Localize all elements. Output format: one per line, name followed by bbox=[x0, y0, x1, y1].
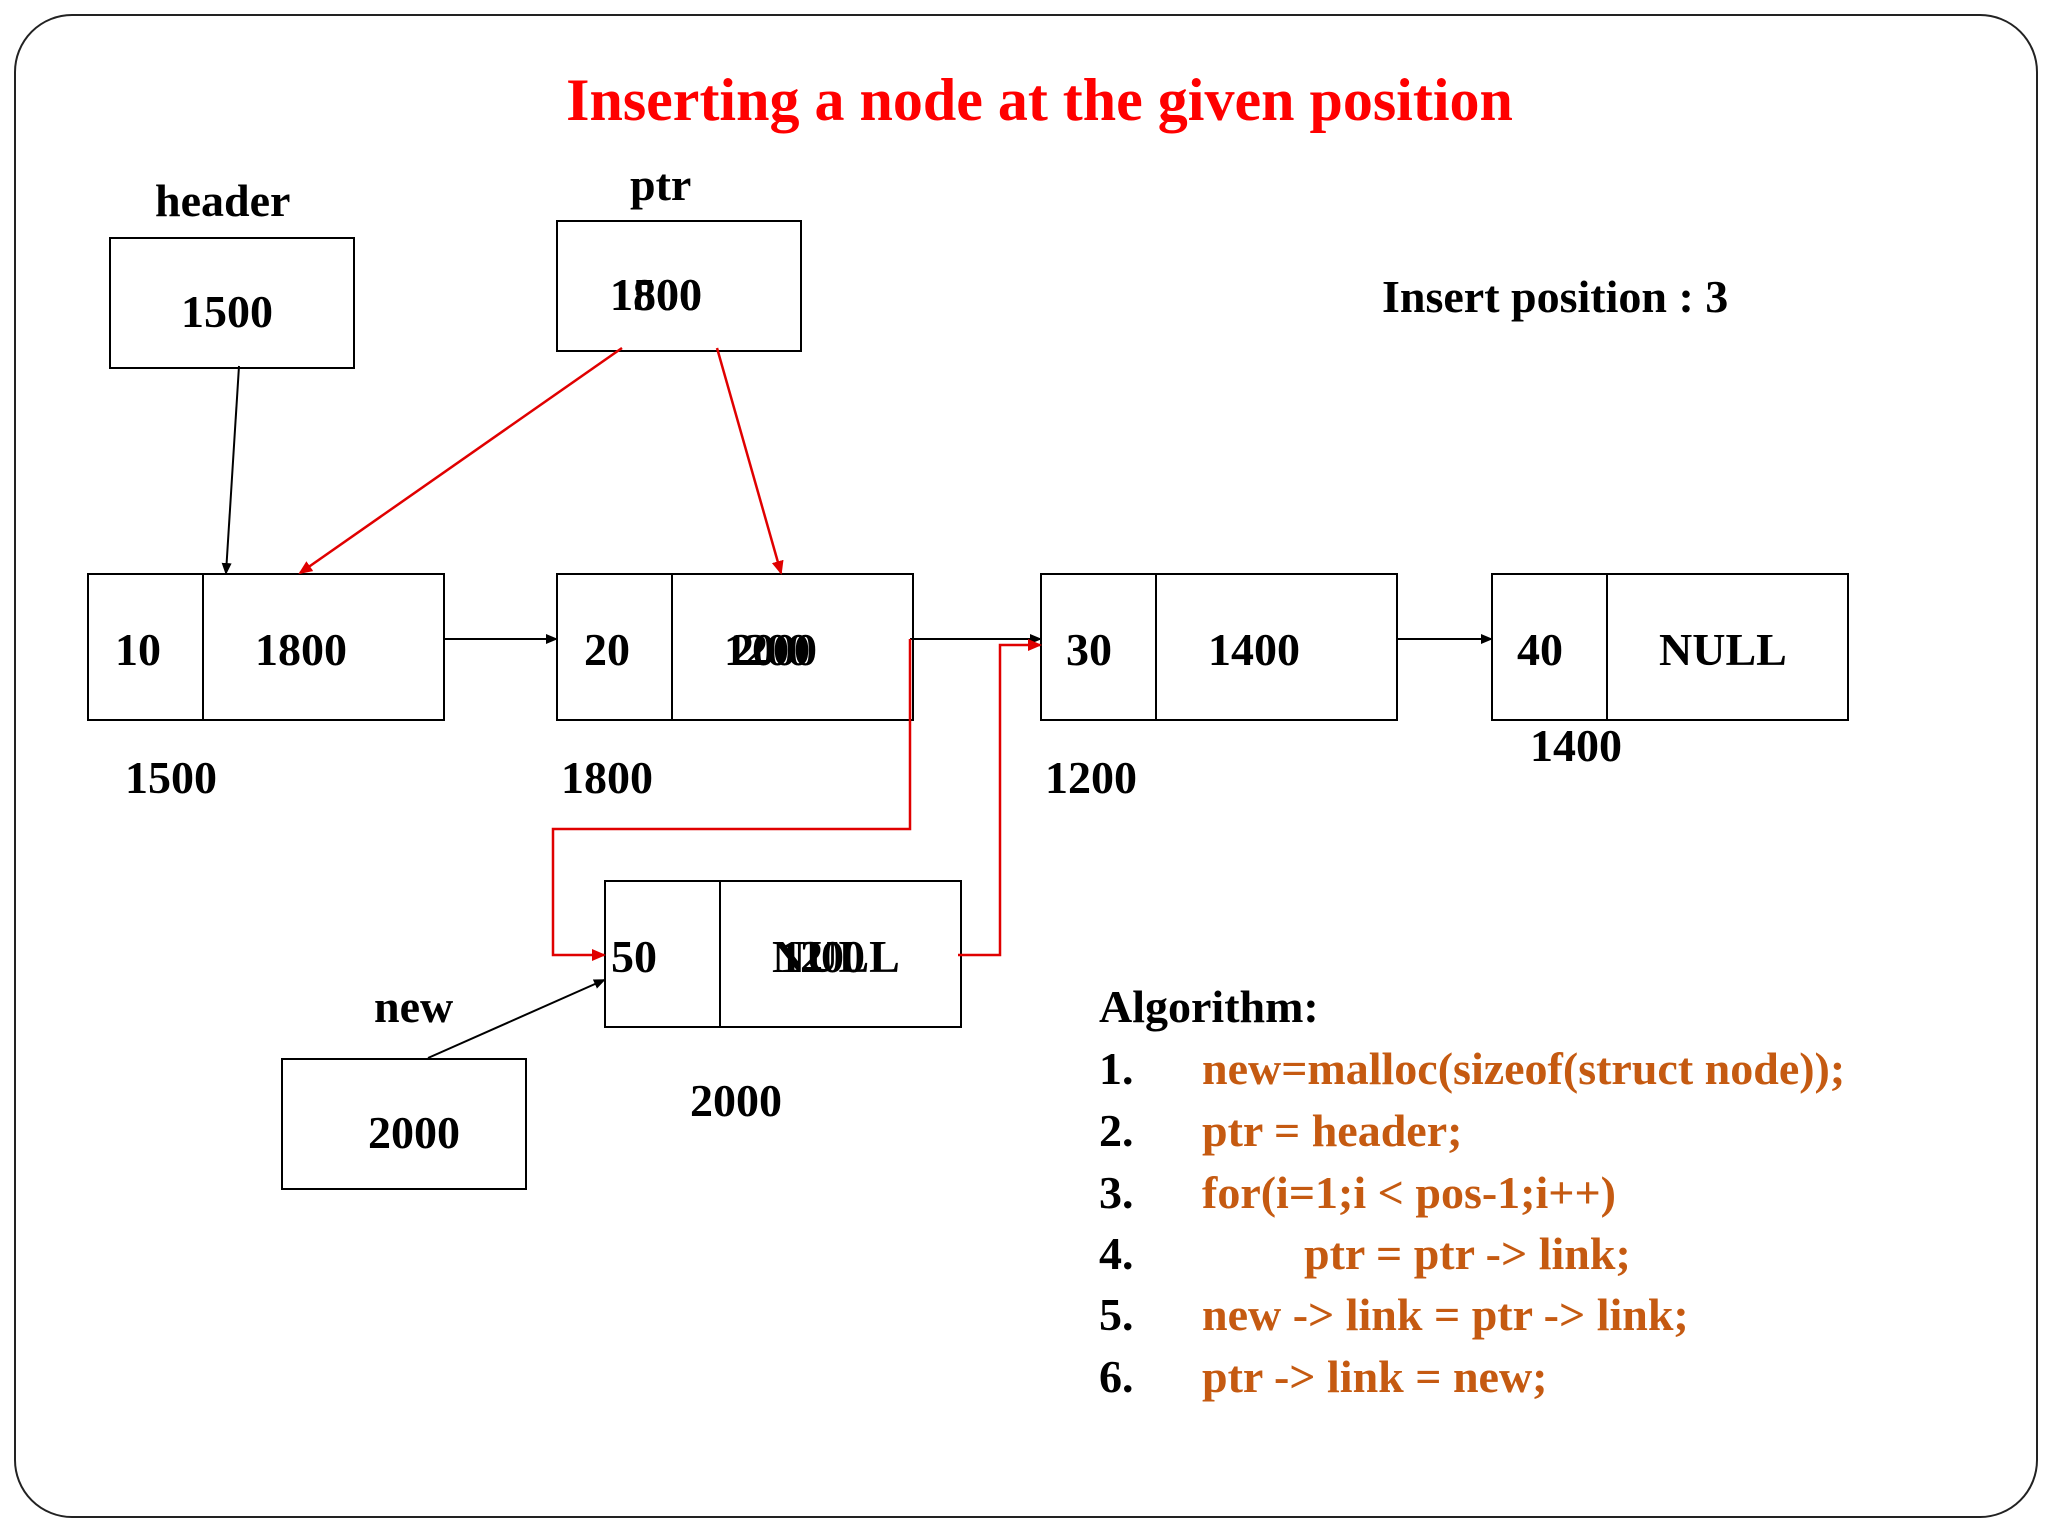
ptr-pointer-box: 1500 1800 bbox=[556, 220, 802, 352]
node-1400-link: NULL bbox=[1659, 624, 1787, 675]
algorithm-step-4-code: ptr = ptr -> link; bbox=[1304, 1228, 1631, 1279]
algorithm-step-2-num: 2. bbox=[1099, 1105, 1134, 1156]
algorithm-step-6-code: ptr -> link = new; bbox=[1202, 1351, 1548, 1402]
algorithm-step-3-code: for(i=1;i < pos-1;i++) bbox=[1202, 1167, 1616, 1218]
algorithm-step-1-num: 1. bbox=[1099, 1043, 1134, 1094]
new-pointer-box: 2000 bbox=[281, 1058, 527, 1190]
algorithm-step-3-num: 3. bbox=[1099, 1167, 1134, 1218]
node-1500-address: 1500 bbox=[125, 752, 217, 803]
node-1400: 40 NULL bbox=[1491, 573, 1849, 721]
node-1800-data-cell bbox=[556, 573, 673, 721]
node-1500-data: 10 bbox=[115, 624, 161, 675]
new-node-data: 50 bbox=[611, 931, 657, 982]
node-1400-data: 40 bbox=[1517, 624, 1563, 675]
algorithm-step-1-code: new=malloc(sizeof(struct node)); bbox=[1202, 1043, 1846, 1094]
slide-title: Inserting a node at the given position bbox=[566, 67, 1513, 133]
new-node-2000: 50 NULL 1200 bbox=[604, 880, 962, 1028]
arrow-ptr-to-node-1800 bbox=[715, 347, 784, 575]
algorithm-step-5-code: new -> link = ptr -> link; bbox=[1202, 1289, 1689, 1340]
node-1500-data-cell bbox=[87, 573, 204, 721]
node-1200-data: 30 bbox=[1066, 624, 1112, 675]
algorithm-step-6-num: 6. bbox=[1099, 1351, 1134, 1402]
node-1500-link: 1800 bbox=[255, 624, 347, 675]
ptr-value-old: 1500 bbox=[610, 269, 702, 320]
node-1200-address: 1200 bbox=[1045, 752, 1137, 803]
node-1200-data-cell bbox=[1040, 573, 1157, 721]
node-1400-address: 1400 bbox=[1530, 720, 1622, 771]
insert-position-label: Insert position : 3 bbox=[1382, 271, 1729, 322]
node-1200: 30 1400 bbox=[1040, 573, 1398, 721]
node-1500: 10 1800 bbox=[87, 573, 445, 721]
arrow-new-to-new-node bbox=[427, 979, 606, 1059]
node-1400-data-cell bbox=[1491, 573, 1608, 721]
ptr-label: ptr bbox=[630, 159, 692, 210]
algorithm-step-5-num: 5. bbox=[1099, 1289, 1134, 1340]
node-1800-address: 1800 bbox=[561, 752, 653, 803]
arrow-new-node-to-node-1200 bbox=[958, 639, 1042, 957]
algorithm-step-2-code: ptr = header; bbox=[1202, 1105, 1463, 1156]
arrow-ptr-to-node-1500 bbox=[298, 346, 623, 575]
algorithm-step-4-num: 4. bbox=[1099, 1228, 1134, 1279]
arrow-node-1800-to-new-node bbox=[551, 639, 912, 961]
arrow-header-to-node-1500 bbox=[221, 365, 240, 575]
node-1200-link: 1400 bbox=[1208, 624, 1300, 675]
node-1800-link-old: 1200 bbox=[724, 624, 810, 675]
node-1800: 20 1200 2000 bbox=[556, 573, 914, 721]
new-node-link-old: NULL bbox=[772, 931, 900, 982]
new-node-address: 2000 bbox=[690, 1075, 782, 1126]
header-pointer-box: 1500 bbox=[109, 237, 355, 369]
header-label: header bbox=[155, 175, 291, 226]
node-1800-data: 20 bbox=[584, 624, 630, 675]
new-pointer-value: 2000 bbox=[368, 1107, 460, 1158]
new-node-link-new: 1200 bbox=[779, 931, 865, 982]
new-label: new bbox=[374, 981, 454, 1032]
algorithm-heading: Algorithm: bbox=[1099, 981, 1319, 1032]
header-pointer-value: 1500 bbox=[181, 286, 273, 337]
ptr-value-new: 1800 bbox=[610, 269, 702, 320]
node-1800-link-new: 2000 bbox=[731, 624, 817, 675]
